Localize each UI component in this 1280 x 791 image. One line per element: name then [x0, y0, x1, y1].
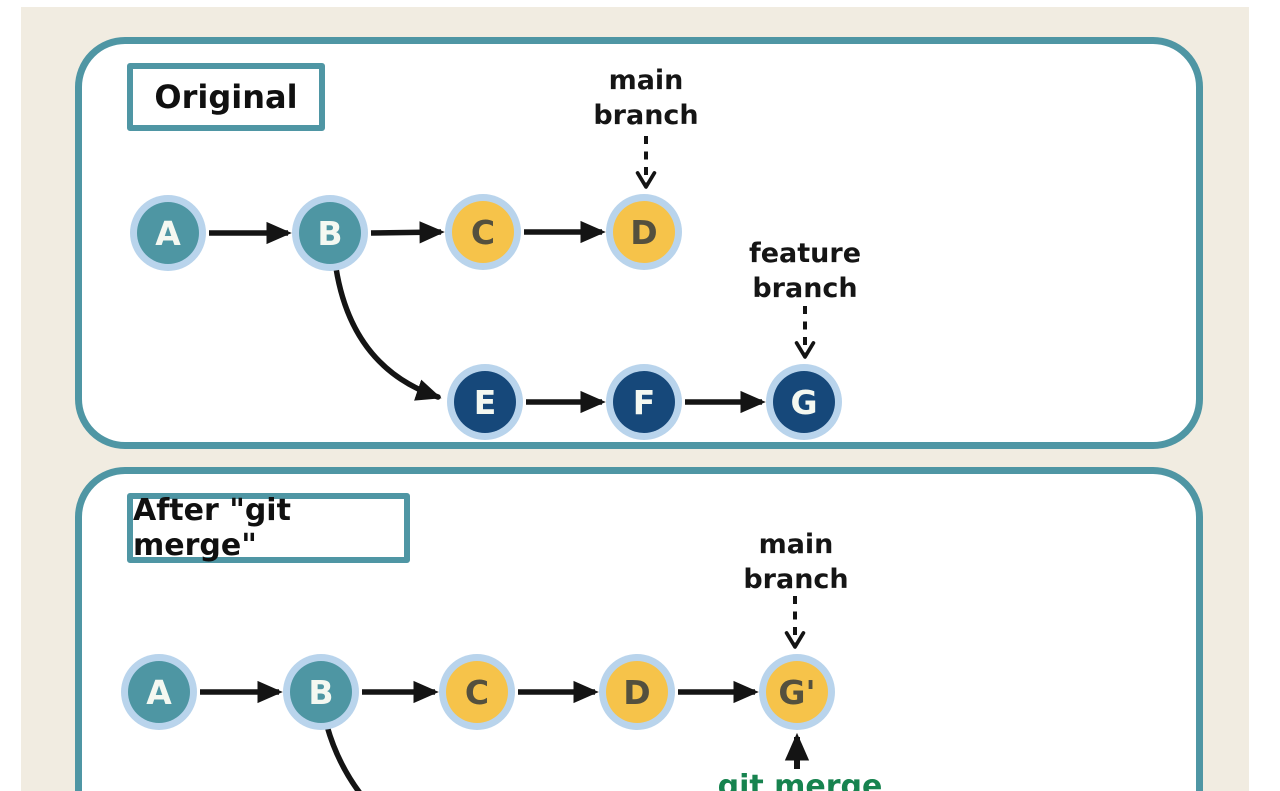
branch-curve-edge — [324, 723, 362, 791]
original-title-box: Original — [127, 63, 325, 131]
original-title: Original — [154, 78, 298, 116]
main-branch-label-original: main branch — [593, 65, 699, 131]
feature-branch-label: feature branch — [748, 238, 862, 304]
git-merge-label: git merge — [717, 769, 883, 791]
commit-edge — [370, 221, 445, 244]
after-merge-title: After "git merge" — [133, 493, 291, 563]
main-branch-label-merged: main branch — [743, 529, 849, 595]
branch-curve-edge — [333, 265, 442, 401]
panel-after-merge — [75, 467, 1203, 791]
after-merge-title-box: After "git merge" — [127, 493, 410, 563]
